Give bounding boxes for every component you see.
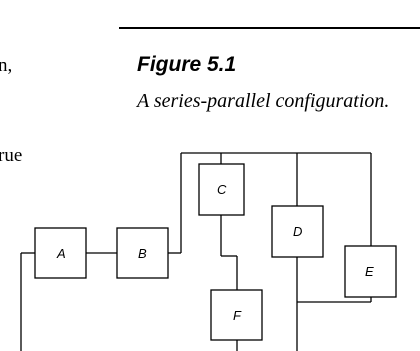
block-D: D [271, 205, 324, 258]
block-E: E [344, 245, 397, 298]
figure-label: Figure 5.1 [137, 53, 237, 76]
wires [20, 152, 372, 351]
block-label: F [233, 308, 242, 323]
block-label: E [365, 264, 374, 279]
block-F: F [210, 289, 263, 341]
figure-top-rule [119, 27, 420, 29]
block-C: C [198, 163, 245, 216]
figure-caption: A series-parallel configuration. [137, 90, 390, 112]
block-label: B [138, 246, 147, 261]
block-label: C [217, 182, 227, 197]
block-A: A [34, 227, 87, 279]
body-text-fragment: rue [0, 145, 23, 166]
block-label: A [56, 246, 66, 261]
block-label: D [293, 224, 302, 239]
body-text-fragment: n, [0, 55, 13, 76]
block-B: B [116, 227, 169, 279]
